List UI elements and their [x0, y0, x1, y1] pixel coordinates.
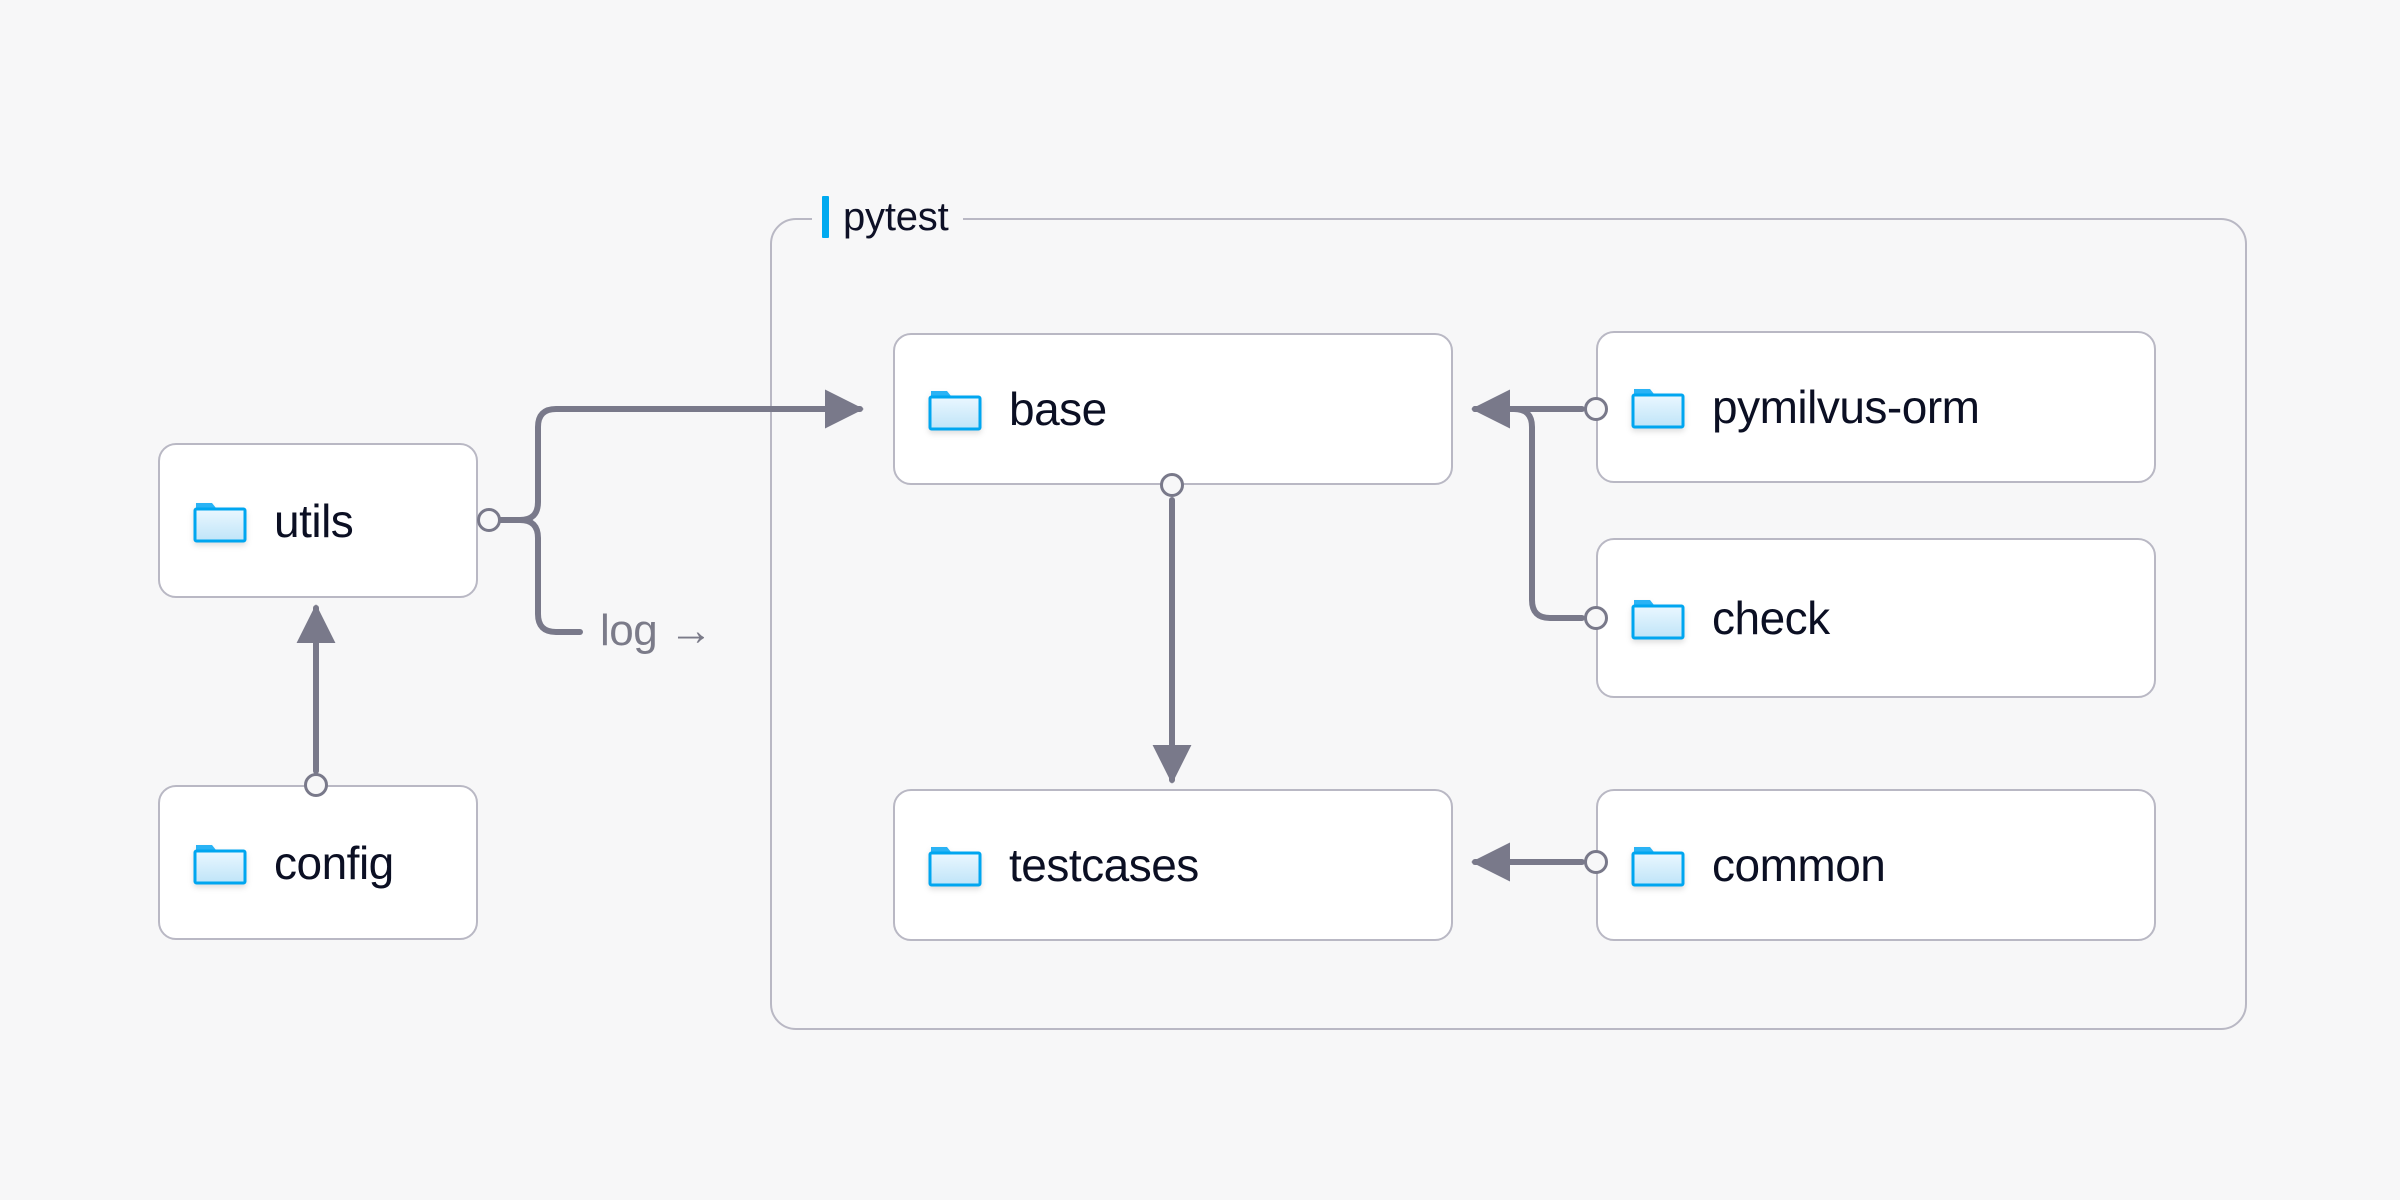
- folder-icon: [1630, 841, 1686, 889]
- handle-config-top[interactable]: [304, 773, 328, 797]
- node-testcases[interactable]: testcases: [893, 789, 1453, 941]
- handle-utils-right[interactable]: [477, 508, 501, 532]
- node-config-label: config: [274, 836, 394, 889]
- node-utils-label: utils: [274, 494, 354, 547]
- handle-check-left[interactable]: [1584, 606, 1608, 630]
- handle-common-left[interactable]: [1584, 850, 1608, 874]
- group-pytest-label-text: pytest: [843, 194, 949, 239]
- node-base[interactable]: base: [893, 333, 1453, 485]
- node-pymilvus-orm[interactable]: pymilvus-orm: [1596, 331, 2156, 483]
- folder-icon: [927, 385, 983, 433]
- node-common[interactable]: common: [1596, 789, 2156, 941]
- group-pytest-label: pytest: [812, 190, 963, 244]
- edge-utils-log: [486, 517, 583, 635]
- node-utils[interactable]: utils: [158, 443, 478, 598]
- group-accent-bar-icon: [822, 196, 829, 238]
- folder-icon: [192, 497, 248, 545]
- handle-pymilvus-orm-left[interactable]: [1584, 397, 1608, 421]
- node-base-label: base: [1009, 383, 1107, 435]
- edge-label-log: log →: [600, 606, 713, 655]
- node-pymilvus-orm-label: pymilvus-orm: [1712, 381, 1980, 433]
- node-config[interactable]: config: [158, 785, 478, 940]
- node-common-label: common: [1712, 839, 1886, 891]
- node-check[interactable]: check: [1596, 538, 2156, 698]
- folder-icon: [192, 839, 248, 887]
- node-testcases-label: testcases: [1009, 839, 1199, 891]
- folder-icon: [927, 841, 983, 889]
- node-check-label: check: [1712, 592, 1830, 644]
- folder-icon: [1630, 383, 1686, 431]
- folder-icon: [1630, 594, 1686, 642]
- group-pytest[interactable]: [770, 218, 2247, 1030]
- handle-base-bottom[interactable]: [1160, 473, 1184, 497]
